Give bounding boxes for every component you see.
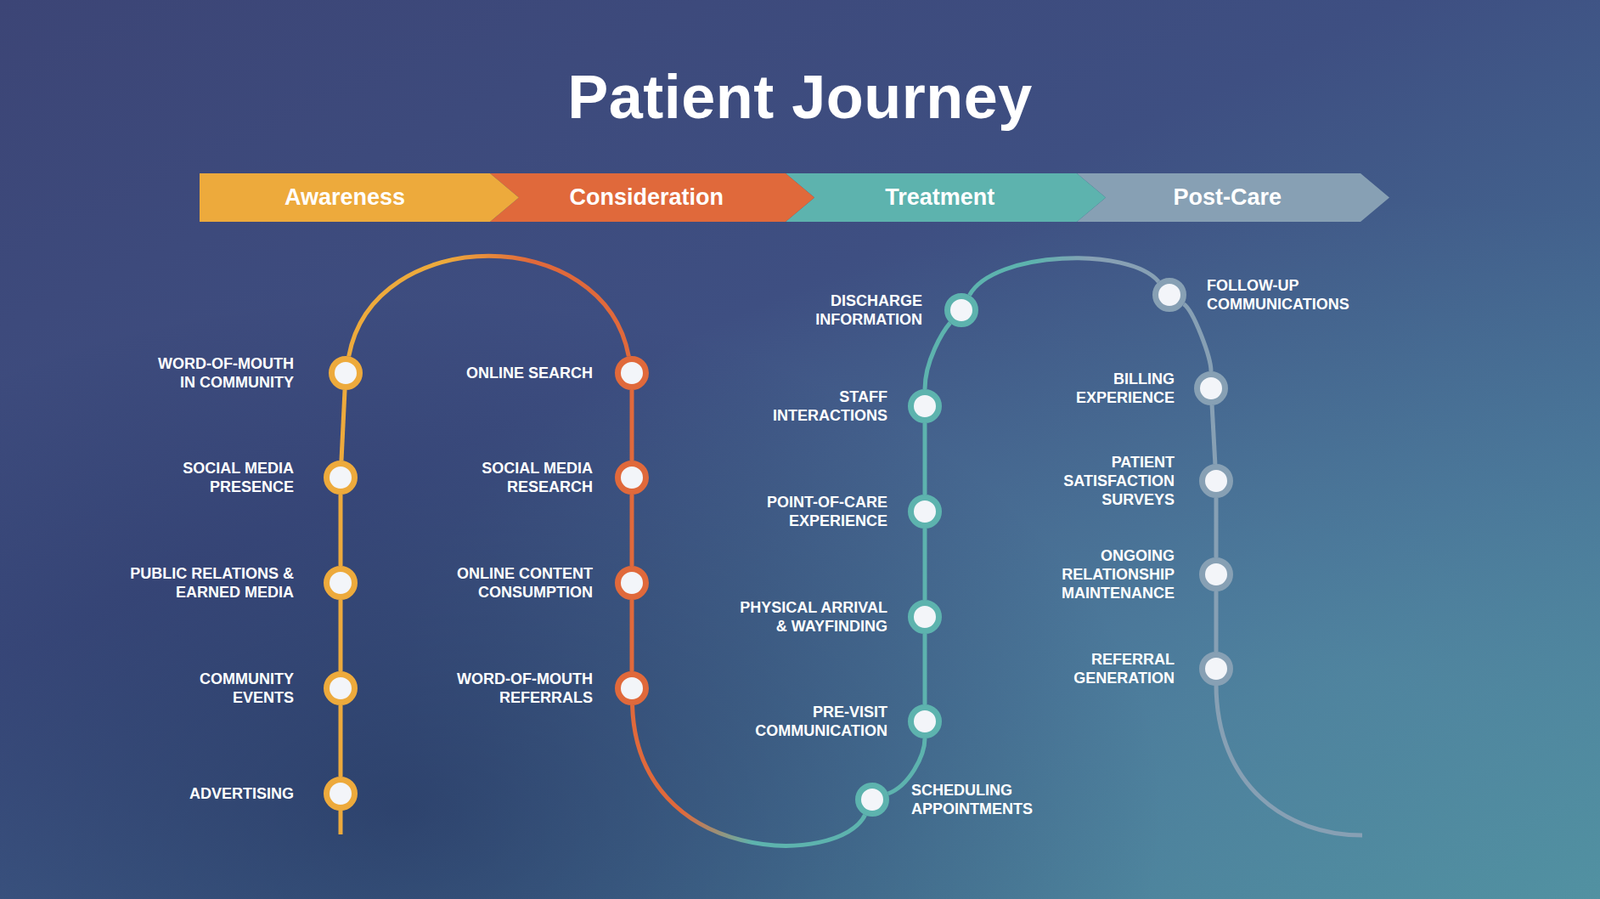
journey-path	[630, 389, 635, 461]
touchpoint-label: ADVERTISING	[185, 783, 294, 803]
journey-touchpoint: ADVERTISING	[323, 776, 358, 811]
journey-path	[969, 258, 1160, 296]
path-tail	[338, 808, 344, 834]
journey-touchpoint: PHYSICAL ARRIVAL & WAYFINDING	[907, 599, 942, 634]
journey-path	[630, 599, 635, 671]
stage-name: Consideration	[507, 173, 786, 222]
journey-touchpoint: REFERRAL GENERATION	[1199, 651, 1234, 686]
touchpoint-label: PHYSICAL ARRIVAL & WAYFINDING	[736, 597, 888, 636]
journey-touchpoint: STAFF INTERACTIONS	[907, 388, 942, 423]
touchpoint-label: WORD-OF-MOUTH REFERRALS	[454, 669, 593, 707]
touchpoint-label: SCHEDULING APPOINTMENTS	[911, 780, 1037, 818]
touchpoint-label: ONLINE CONTENT CONSUMPTION	[454, 563, 593, 602]
path-tail	[1216, 683, 1363, 835]
journey-touchpoint: WORD-OF-MOUTH REFERRALS	[614, 670, 649, 705]
journey-touchpoint: ONLINE SEARCH	[614, 355, 649, 390]
stage-band: Post-Care	[1076, 173, 1390, 222]
touchpoint-label: WORD-OF-MOUTH IN COMMUNITY	[155, 354, 294, 392]
stage-band: Awareness	[199, 173, 519, 222]
journey-path	[630, 494, 635, 566]
touchpoint-label: ONLINE SEARCH	[462, 363, 593, 383]
journey-touchpoint: SOCIAL MEDIA RESEARCH	[614, 460, 649, 495]
touchpoint-label: PRE-VISIT COMMUNICATION	[752, 702, 888, 740]
journey-path	[349, 255, 630, 356]
journey-touchpoint: PATIENT SATISFACTION SURVEYS	[1199, 463, 1234, 498]
chevron-fill	[1076, 173, 1390, 222]
journey-path	[1183, 304, 1212, 372]
touchpoint-label: ONGOING RELATIONSHIP MAINTENANCE	[1059, 546, 1175, 603]
touchpoint-label: FOLLOW-UP COMMUNICATIONS	[1206, 276, 1353, 314]
journey-touchpoint: SCHEDULING APPOINTMENTS	[855, 782, 890, 817]
chevron-fill	[199, 173, 519, 222]
journey-path	[1211, 405, 1216, 464]
journey-path	[1214, 591, 1219, 652]
journey-touchpoint: DISCHARGE INFORMATION	[944, 292, 979, 327]
journey-touchpoint: PUBLIC RELATIONS & EARNED MEDIA	[323, 565, 358, 600]
journey-path	[1214, 497, 1219, 558]
journey-touchpoint: COMMUNITY EVENTS	[323, 670, 358, 705]
slide-title: Patient Journey	[0, 59, 1600, 135]
touchpoint-label: PATIENT SATISFACTION SURVEYS	[1060, 452, 1175, 509]
touchpoint-label: DISCHARGE INFORMATION	[812, 291, 923, 329]
journey-path	[338, 704, 344, 777]
journey-path	[338, 599, 344, 671]
journey-path	[923, 633, 928, 705]
touchpoint-label: SOCIAL MEDIA PRESENCE	[179, 458, 294, 496]
journey-path	[341, 389, 345, 461]
touchpoint-label: PUBLIC RELATIONS & EARNED MEDIA	[127, 563, 294, 602]
stage-name: Awareness	[199, 173, 491, 222]
journey-touchpoint: FOLLOW-UP COMMUNICATIONS	[1152, 277, 1187, 312]
stage-band: Treatment	[785, 173, 1106, 222]
journey-touchpoint: SOCIAL MEDIA PRESENCE	[323, 460, 358, 495]
journey-touchpoint: ONGOING RELATIONSHIP MAINTENANCE	[1199, 557, 1234, 592]
stage-name: Post-Care	[1093, 173, 1361, 222]
touchpoint-label: BILLING EXPERIENCE	[1072, 369, 1175, 407]
touchpoint-label: REFERRAL GENERATION	[1070, 649, 1175, 688]
touchpoint-label: COMMUNITY EVENTS	[197, 669, 294, 707]
journey-touchpoint: WORD-OF-MOUTH IN COMMUNITY	[328, 355, 363, 390]
touchpoint-label: STAFF INTERACTIONS	[770, 387, 888, 425]
journey-touchpoint: POINT-OF-CARE EXPERIENCE	[907, 494, 942, 529]
stage-name: Treatment	[802, 173, 1077, 222]
touchpoint-label: POINT-OF-CARE EXPERIENCE	[764, 492, 888, 530]
stage-band: Consideration	[490, 173, 815, 222]
chevron-fill	[490, 173, 815, 222]
journey-path	[923, 422, 928, 495]
journey-touchpoint: BILLING EXPERIENCE	[1194, 371, 1229, 406]
journey-path	[923, 528, 928, 600]
journey-touchpoint: ONLINE CONTENT CONSUMPTION	[614, 565, 649, 600]
touchpoint-label: SOCIAL MEDIA RESEARCH	[478, 458, 593, 496]
journey-touchpoint: PRE-VISIT COMMUNICATION	[907, 704, 942, 739]
chevron-fill	[785, 173, 1106, 222]
journey-path	[924, 322, 951, 389]
journey-path	[338, 494, 344, 566]
